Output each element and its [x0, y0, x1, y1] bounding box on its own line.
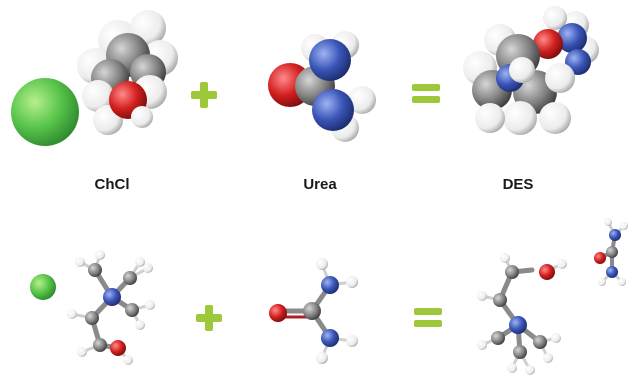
- plus-icon: [191, 82, 217, 108]
- chloride-ion-ball: [30, 274, 56, 300]
- des-urea-ballstick: [594, 218, 628, 286]
- plus-icon: [196, 305, 222, 331]
- equals-icon: [412, 84, 440, 103]
- chloride-ion-sphere: [11, 78, 79, 146]
- choline-cation-spacefill: [77, 10, 178, 135]
- des-choline-ballstick: [477, 253, 567, 375]
- label-des: DES: [502, 176, 534, 193]
- urea-ballstick: [269, 258, 358, 364]
- label-urea: Urea: [303, 176, 337, 193]
- equals-icon: [414, 308, 442, 327]
- urea-spacefill: [268, 31, 376, 142]
- label-chcl: ChCl: [94, 176, 130, 193]
- des-spacefill: [463, 6, 599, 135]
- choline-cation-ballstick: [67, 250, 155, 365]
